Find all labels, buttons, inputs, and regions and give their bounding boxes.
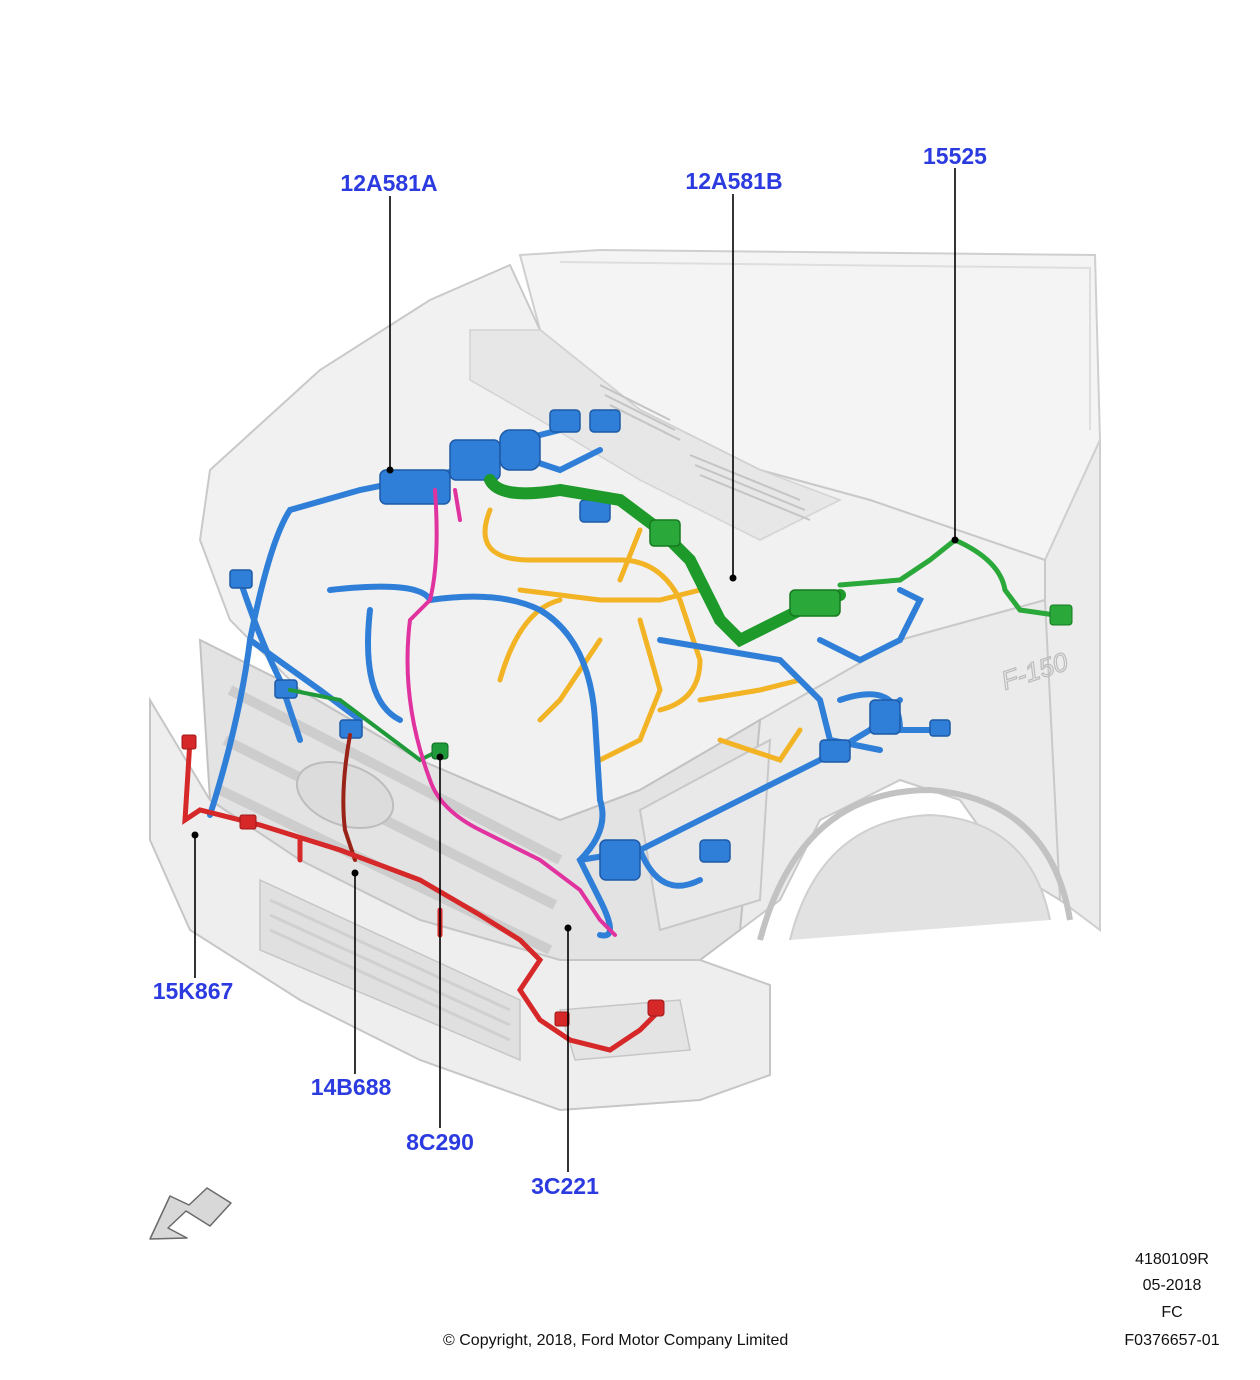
callout-12A581B: 12A581B [685, 168, 782, 194]
harness-12A581A-connectors [229, 409, 951, 881]
arrow-front-left-icon [149, 1187, 232, 1240]
harness-3C221 [405, 488, 617, 937]
harness-12A581B-connectors [649, 519, 841, 617]
callout-14B688: 14B688 [311, 1074, 392, 1100]
illustration-code: FC [1161, 1304, 1183, 1321]
harness-engine [482, 507, 803, 763]
harness-15K867-connectors [181, 734, 665, 1027]
harness-14B688 [341, 733, 357, 862]
callout-3C221: 3C221 [531, 1173, 599, 1199]
callout-15K867: 15K867 [153, 978, 234, 1004]
callout-12A581A: 12A581A [340, 170, 437, 196]
copyright-notice: © Copyright, 2018, Ford Motor Company Li… [443, 1332, 789, 1349]
harness-15525 [837, 537, 1058, 618]
callout-8C290: 8C290 [406, 1129, 474, 1155]
callout-15525: 15525 [923, 143, 987, 169]
leader-lines [191, 168, 959, 1172]
harness-15525-connector [1049, 604, 1073, 626]
harness-12A581B [484, 474, 846, 648]
illustration-number: 4180109R [1135, 1251, 1209, 1268]
harness-8C290 [288, 688, 442, 763]
illustration-date: 05-2018 [1142, 1277, 1202, 1294]
callout-labels: 12A581A 12A581B 15525 15K867 14B688 8C29… [153, 143, 987, 1199]
illustration-file-id: F0376657-01 [1124, 1332, 1220, 1349]
